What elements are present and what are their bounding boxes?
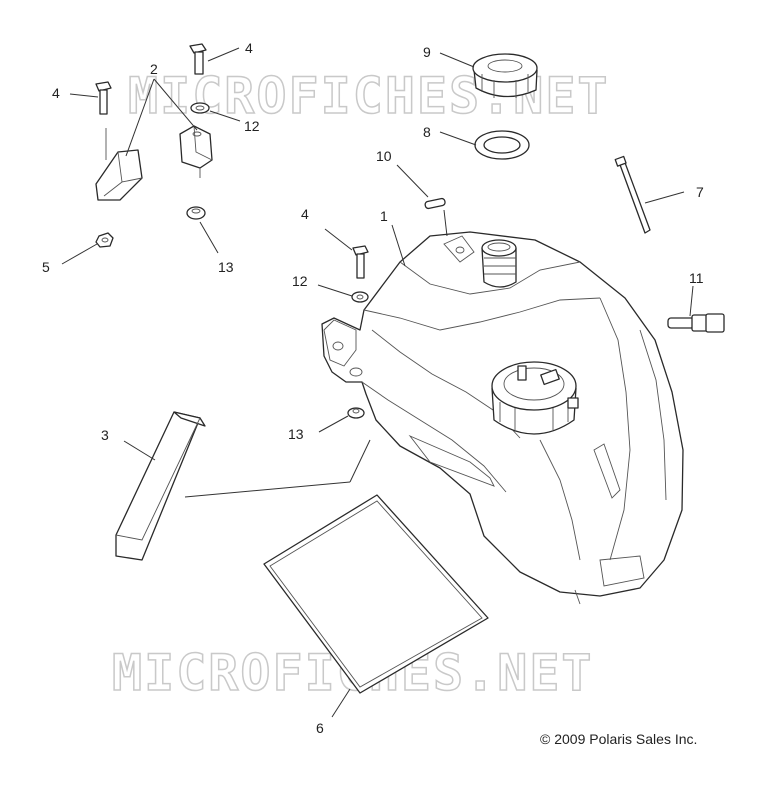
part-fitting — [667, 313, 725, 333]
part-bolt-top — [189, 43, 207, 75]
part-bolt-left — [95, 81, 112, 115]
callout-13-center: 13 — [288, 426, 304, 442]
copyright-text: © 2009 Polaris Sales Inc. — [540, 731, 697, 747]
part-bracket-left — [95, 128, 143, 201]
part-rod — [614, 155, 651, 234]
part-washer-center — [351, 291, 369, 303]
part-washer-upper — [190, 102, 210, 114]
callout-3: 3 — [101, 427, 109, 443]
callout-5: 5 — [42, 259, 50, 275]
part-fuel-tank — [321, 231, 684, 605]
part-spacer-center — [347, 407, 365, 419]
part-nut — [95, 232, 114, 248]
callout-4-top: 4 — [245, 40, 253, 56]
leader-lines — [61, 47, 694, 718]
part-bolt-center — [352, 245, 369, 279]
callout-8: 8 — [423, 124, 431, 140]
part-pin — [424, 197, 446, 210]
callout-7: 7 — [696, 184, 704, 200]
part-pad — [263, 494, 489, 694]
callout-4-center: 4 — [301, 206, 309, 222]
callout-12-center: 12 — [292, 273, 308, 289]
part-foam-block — [115, 411, 206, 561]
part-fuel-cap — [472, 53, 538, 98]
callout-10: 10 — [376, 148, 392, 164]
callout-11: 11 — [689, 270, 704, 286]
callouts: 4 4 2 12 13 5 9 8 10 7 11 4 1 12 13 3 6 — [42, 40, 704, 736]
callout-6: 6 — [316, 720, 324, 736]
callout-9: 9 — [423, 44, 431, 60]
callout-4-left: 4 — [52, 85, 60, 101]
callout-13-top: 13 — [218, 259, 234, 275]
part-bracket-right — [179, 125, 213, 178]
callout-12-top: 12 — [244, 118, 260, 134]
part-spacer-upper — [186, 206, 206, 220]
callout-2: 2 — [150, 61, 158, 77]
callout-1: 1 — [380, 208, 388, 224]
part-gasket — [474, 130, 530, 160]
